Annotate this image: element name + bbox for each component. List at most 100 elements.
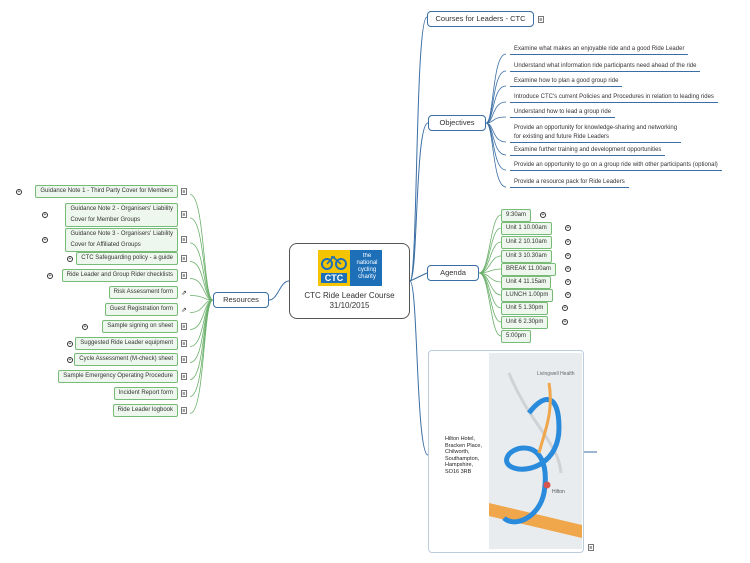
objective-item[interactable]: Examine what makes an enjoyable ride and…	[510, 45, 689, 55]
objective-item[interactable]: Understand how to lead a group ride	[510, 108, 616, 118]
logo-tagline: the national cycling charity	[356, 253, 378, 280]
connector	[409, 122, 429, 282]
external-link-icon[interactable]: ⇗	[181, 306, 187, 314]
course-date: 31/10/2015	[329, 301, 370, 310]
document-icon[interactable]: ≡	[181, 406, 187, 414]
agenda-item[interactable]: 9:30am	[501, 209, 532, 222]
agenda-item[interactable]: Unit 6 2.30pm	[501, 316, 549, 329]
expand-icon[interactable]: +	[82, 323, 88, 330]
agenda-item[interactable]: Unit 3 10.30am	[501, 250, 552, 263]
expand-icon[interactable]: +	[562, 319, 568, 325]
objective-item[interactable]: Provide an opportunity to go on a group …	[510, 161, 722, 171]
central-topic[interactable]: CTC the national cycling charity CTC Rid…	[289, 243, 410, 319]
connector	[189, 278, 214, 301]
resource-item[interactable]: Suggested Ride Leader equipment	[75, 337, 178, 350]
connector	[189, 217, 214, 301]
expand-icon[interactable]: +	[565, 239, 571, 245]
document-icon[interactable]: ≡	[181, 355, 187, 363]
course-title: CTC Ride Leader Course	[304, 291, 395, 300]
topic-courses[interactable]: Courses for Leaders - CTC	[427, 11, 534, 27]
expand-icon[interactable]: +	[67, 356, 73, 363]
connector	[409, 280, 429, 456]
location-map-card[interactable]: Hilton Hotel, Bracken Place, Chilworth, …	[428, 350, 584, 553]
objective-item[interactable]: Provide a resource pack for Ride Leaders	[510, 178, 629, 188]
connector	[478, 272, 502, 337]
resource-item[interactable]: Ride Leader and Group Rider checklists	[61, 269, 178, 282]
connector	[485, 122, 507, 188]
topic-resources[interactable]: Resources	[213, 292, 269, 308]
document-icon-map[interactable]: ≡	[588, 544, 594, 551]
document-icon[interactable]: ≡	[181, 372, 187, 380]
objective-item[interactable]: Introduce CTC's current Policies and Pro…	[510, 93, 718, 103]
resource-item[interactable]: Incident Report form	[113, 387, 178, 400]
agenda-item[interactable]: Unit 4 11.15am	[501, 276, 552, 289]
connector	[189, 194, 214, 301]
document-icon[interactable]: ≡	[181, 322, 187, 330]
document-icon[interactable]: ≡	[181, 187, 187, 195]
expand-icon[interactable]: +	[565, 225, 571, 231]
connector	[189, 299, 214, 397]
objective-item[interactable]: Provide an opportunity for knowledge-sha…	[510, 124, 682, 143]
topic-agenda[interactable]: Agenda	[427, 265, 479, 281]
expand-icon[interactable]: +	[562, 305, 568, 311]
connector	[189, 261, 214, 301]
expand-icon[interactable]: +	[67, 255, 73, 262]
objective-item[interactable]: Examine further training and development…	[510, 146, 666, 156]
agenda-item[interactable]: BREAK 11.00am	[501, 263, 556, 276]
connector	[485, 53, 507, 124]
resource-item[interactable]: CTC Safeguarding policy - a guide	[76, 252, 178, 265]
connector	[189, 299, 214, 414]
central-title: CTC Ride Leader Course 31/10/2015	[290, 291, 409, 311]
resource-item[interactable]: Guidance Note 3 - Organisers' Liability …	[65, 228, 178, 252]
connector	[478, 214, 502, 274]
expand-icon[interactable]: +	[565, 253, 571, 259]
resource-item[interactable]: Ride Leader logbook	[112, 404, 178, 417]
map-pin-icon	[543, 481, 551, 489]
objective-item[interactable]: Examine how to plan a good group ride	[510, 77, 623, 87]
document-icon[interactable]: ≡	[181, 254, 187, 262]
connector	[268, 280, 290, 301]
map-road-label: Livingwell Health	[537, 371, 575, 377]
expand-icon[interactable]: +	[42, 212, 48, 218]
objective-item[interactable]: Understand what information ride partici…	[510, 62, 701, 72]
resource-item[interactable]: Risk Assessment form	[108, 286, 178, 299]
agenda-item[interactable]: Unit 2 10.10am	[501, 236, 552, 249]
resource-item[interactable]: Guest Registration form	[104, 303, 178, 316]
document-icon[interactable]: ≡	[181, 271, 187, 279]
resource-item[interactable]: Sample signing on sheet	[102, 320, 178, 333]
connector	[409, 272, 428, 282]
logo-letters: CTC	[325, 273, 344, 283]
agenda-item[interactable]: Unit 5 1.30pm	[501, 302, 549, 315]
connector	[409, 16, 428, 282]
expand-icon[interactable]: +	[67, 340, 73, 347]
expand-icon[interactable]: +	[565, 292, 571, 298]
connector	[189, 295, 214, 301]
document-icon[interactable]: ≡	[538, 16, 544, 23]
expand-icon[interactable]: +	[540, 212, 546, 218]
document-icon[interactable]: ≡	[181, 339, 187, 347]
resource-item[interactable]: Guidance Note 1 - Third Party Cover for …	[35, 185, 178, 198]
expand-icon[interactable]: +	[565, 279, 571, 285]
agenda-item[interactable]: Unit 1 10.00am	[501, 222, 552, 235]
connector	[478, 272, 502, 323]
resource-item[interactable]: Cycle Assessment (M-check) sheet	[74, 353, 178, 366]
expand-icon[interactable]: +	[16, 188, 22, 195]
agenda-item[interactable]: 5:00pm	[501, 330, 532, 343]
venue-map[interactable]: Livingwell Health Hilton	[489, 353, 582, 549]
ctc-logo: CTC the national cycling charity	[318, 250, 382, 286]
resource-item[interactable]: Sample Emergency Operating Procedure	[58, 370, 178, 383]
expand-icon[interactable]: +	[565, 266, 571, 272]
expand-icon[interactable]: +	[42, 237, 48, 243]
document-icon[interactable]: ≡	[181, 389, 187, 397]
connector	[485, 101, 507, 124]
resource-item[interactable]: Guidance Note 2 - Organisers' Liability …	[65, 203, 178, 227]
document-icon[interactable]: ≡	[181, 211, 187, 218]
topic-objectives[interactable]: Objectives	[428, 115, 486, 131]
connector	[478, 227, 502, 274]
agenda-item[interactable]: LUNCH 1.00pm	[501, 289, 554, 302]
expand-icon[interactable]: +	[47, 272, 53, 279]
document-icon[interactable]: ≡	[181, 236, 187, 243]
external-link-icon[interactable]: ⇗	[181, 289, 187, 297]
venue-address: Hilton Hotel, Bracken Place, Chilworth, …	[445, 436, 482, 475]
